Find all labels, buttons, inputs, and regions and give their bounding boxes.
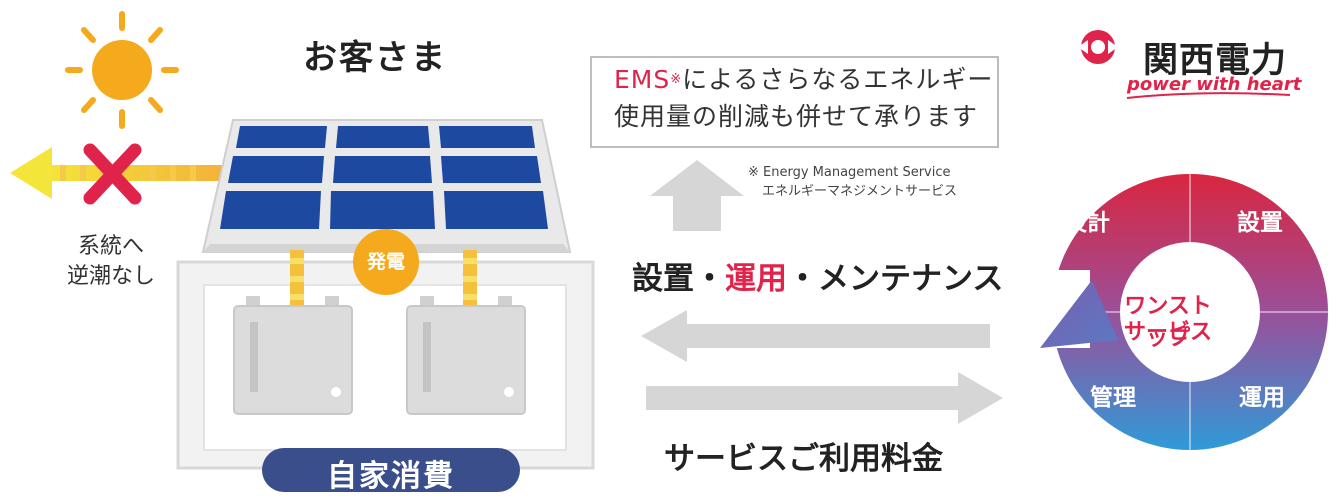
service-cycle-ring [1052,174,1328,450]
cycle-segment-design: 設計 [1064,210,1110,236]
self-consumption-label: 自家消費 [327,459,455,494]
ems-note-line2: エネルギーマネジメントサービス [762,184,958,199]
services-highlight: 運用 [725,261,787,297]
power-connectors [290,250,477,306]
no-backflow-line1: 系統へ [77,234,144,259]
cycle-center-line1: ワンストップ [1124,294,1212,351]
cycle-segment-manage: 管理 [1090,385,1136,411]
up-arrow [650,160,744,231]
ems-asterisk: ※ [670,72,683,87]
cycle-arrow-icon [1030,270,1118,348]
generation-label: 発電 [366,251,405,273]
kepco-logo-icon [1078,30,1118,64]
left-arrow [641,310,990,362]
cycle-segment-operate: 運用 [1239,385,1285,411]
company-tagline: power with heart [1127,74,1302,95]
backflow-arrow [10,147,223,199]
cycle-segment-install: 設置 [1237,210,1283,236]
self-consumption-badge [262,448,520,492]
ems-prefix: EMS [614,65,671,94]
ems-note-line1: ※ Energy Management Service [748,165,951,180]
right-arrow [646,372,1003,424]
solar-panel [220,126,548,229]
tagline-swoosh [1126,92,1291,99]
cross-icon [83,143,142,205]
fee-label: サービスご利用料金 [664,441,943,477]
ems-line1-rest: によるさらなるエネルギー [682,65,994,94]
sun-icon [65,11,179,129]
services-part1: 設置・ [632,261,725,297]
customer-title: お客さま [303,38,447,78]
no-backflow-label: 系統へ 逆潮なし [46,232,176,292]
services-part2: ・メンテナンス [787,261,1004,297]
battery-unit-left [233,296,353,415]
cycle-center-line2: サービス [1123,320,1212,345]
no-backflow-line2: 逆潮なし [66,264,155,289]
ems-line1: EMS※によるさらなるエネルギー [614,63,993,97]
battery-unit-right [406,296,526,415]
generation-badge [353,229,419,295]
company-name: 関西電力 [1143,41,1288,81]
ems-line2: 使用量の削減も併せて承ります [614,102,979,131]
services-label: 設置・運用・メンテナンス [632,253,1003,298]
ems-callout-box [590,56,999,148]
